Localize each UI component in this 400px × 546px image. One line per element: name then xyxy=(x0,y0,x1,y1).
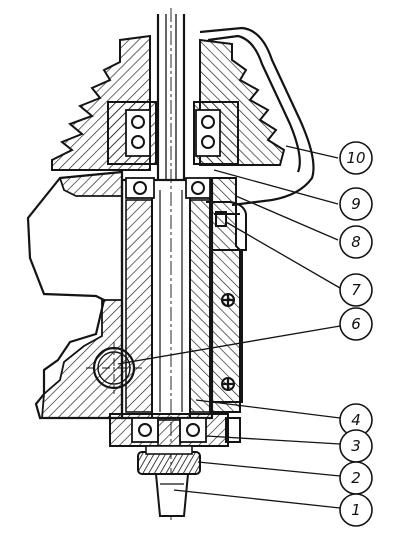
bracket-screw-upper xyxy=(221,293,235,307)
callout-6: 6 xyxy=(339,307,373,341)
side-bracket xyxy=(212,211,243,403)
callout-8: 8 xyxy=(339,225,373,259)
callout-1: 1 xyxy=(339,493,373,527)
bore-sleeve xyxy=(120,178,214,420)
leader-3 xyxy=(205,435,341,445)
callout-label-2: 2 xyxy=(351,469,361,487)
leader-7 xyxy=(225,221,341,289)
leader-1 xyxy=(173,489,341,509)
leader-6 xyxy=(117,325,341,365)
callout-7: 7 xyxy=(339,273,373,307)
callout-label-9: 9 xyxy=(351,195,361,213)
upper-bearing-housing xyxy=(107,101,239,165)
leader-9 xyxy=(213,169,339,205)
leader-8 xyxy=(235,195,339,241)
callout-label-8: 8 xyxy=(351,233,361,251)
pulley-hood xyxy=(199,26,315,207)
knurled-nut xyxy=(137,445,201,475)
leader-4 xyxy=(195,399,341,419)
callout-label-10: 10 xyxy=(346,149,365,167)
middle-bearing xyxy=(125,177,211,199)
callout-label-3: 3 xyxy=(351,437,361,455)
leader-lines xyxy=(117,145,341,509)
callout-10: 10 xyxy=(339,141,373,175)
callout-9: 9 xyxy=(339,187,373,221)
spindle-nose xyxy=(154,473,190,517)
lower-bearing xyxy=(109,413,241,449)
callout-label-7: 7 xyxy=(351,281,361,299)
callout-2: 2 xyxy=(339,461,373,495)
worm-shaft-section xyxy=(86,342,142,394)
bracket-screw-lower xyxy=(221,377,235,391)
callout-label-4: 4 xyxy=(351,411,361,429)
callout-label-6: 6 xyxy=(351,315,361,333)
callout-3: 3 xyxy=(339,429,373,463)
leader-10 xyxy=(285,145,339,159)
callout-label-1: 1 xyxy=(351,501,361,519)
leader-2 xyxy=(197,461,341,477)
